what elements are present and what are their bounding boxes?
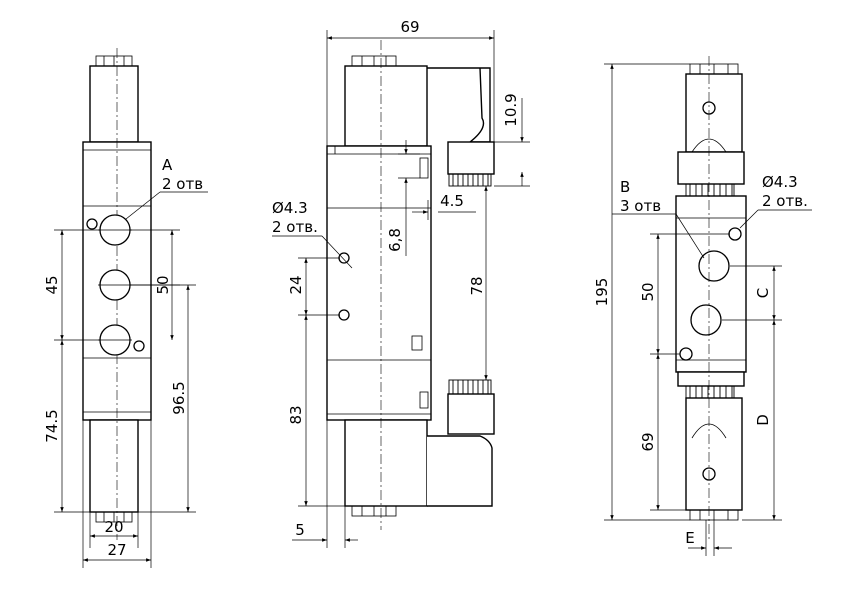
dim-c: C	[754, 288, 772, 298]
port-a-count: 2 отв	[162, 175, 203, 193]
rear-top-plug	[677, 151, 745, 185]
rear-bottom-coil	[685, 397, 743, 511]
rear-bottom-plug	[677, 371, 745, 387]
dim-24: 24	[287, 275, 305, 294]
side-view: 69 10.9 4.5 6,8 78 Ø4.3 2 отв. 24	[272, 18, 530, 548]
front-mount-hole-upper	[86, 218, 98, 230]
dim-e: E	[685, 529, 694, 547]
rear-mount-hole-upper	[728, 227, 742, 241]
side-mount-hole-upper	[338, 252, 350, 264]
dim-96-5: 96.5	[170, 381, 188, 414]
front-view: A 2 отв 45 50 96.5 74.5 20 27	[43, 48, 208, 568]
side-valve-body	[326, 145, 432, 421]
rear-mount-hole-lower	[679, 347, 693, 361]
side-top-knurl	[448, 173, 492, 187]
dim-83: 83	[287, 405, 305, 424]
dim-d: D	[754, 414, 772, 426]
side-bottom-knurl	[448, 379, 492, 395]
rear-valve-body	[675, 195, 747, 373]
dim-4-5: 4.5	[440, 192, 464, 210]
port-b-label: B	[620, 178, 630, 196]
port-a-label: A	[162, 156, 173, 174]
rear-bottom-knurl	[685, 385, 735, 399]
dim-6-8: 6,8	[386, 228, 404, 252]
dim-10-9: 10.9	[502, 93, 520, 126]
dim-78: 78	[468, 276, 486, 295]
port-b-upper	[698, 250, 730, 282]
side-top-coil	[344, 65, 428, 147]
side-top-connector	[427, 67, 491, 143]
front-mount-hole-lower	[133, 340, 145, 352]
side-mount-hole-lower	[338, 309, 350, 321]
dim-5: 5	[295, 521, 305, 539]
port-b-lower	[690, 304, 722, 336]
side-bottom-coil	[344, 419, 428, 507]
rear-hole-diameter: Ø4.3	[762, 173, 798, 191]
dim-45: 45	[43, 275, 61, 294]
rear-top-coil	[685, 73, 743, 153]
side-top-plug	[447, 141, 495, 175]
rear-view: B 3 отв Ø4.3 2 отв. 195 50 69 C D	[593, 56, 812, 556]
dim-27: 27	[107, 541, 126, 559]
dim-20: 20	[104, 518, 123, 536]
side-hole-diameter: Ø4.3	[272, 199, 308, 217]
side-bottom-plug	[447, 393, 495, 435]
dim-69-rear: 69	[639, 432, 657, 451]
rear-hole-count: 2 отв.	[762, 192, 808, 210]
front-bottom-solenoid	[89, 419, 139, 513]
dim-74-5: 74.5	[43, 409, 61, 442]
rear-top-knurl	[685, 183, 735, 197]
front-top-solenoid	[89, 65, 139, 143]
port-b-count: 3 отв	[620, 197, 661, 215]
dim-195: 195	[593, 278, 611, 307]
dim-69-side: 69	[400, 18, 419, 36]
side-bottom-connector	[427, 435, 493, 507]
side-hole-count: 2 отв.	[272, 218, 318, 236]
dim-50-rear: 50	[639, 282, 657, 301]
